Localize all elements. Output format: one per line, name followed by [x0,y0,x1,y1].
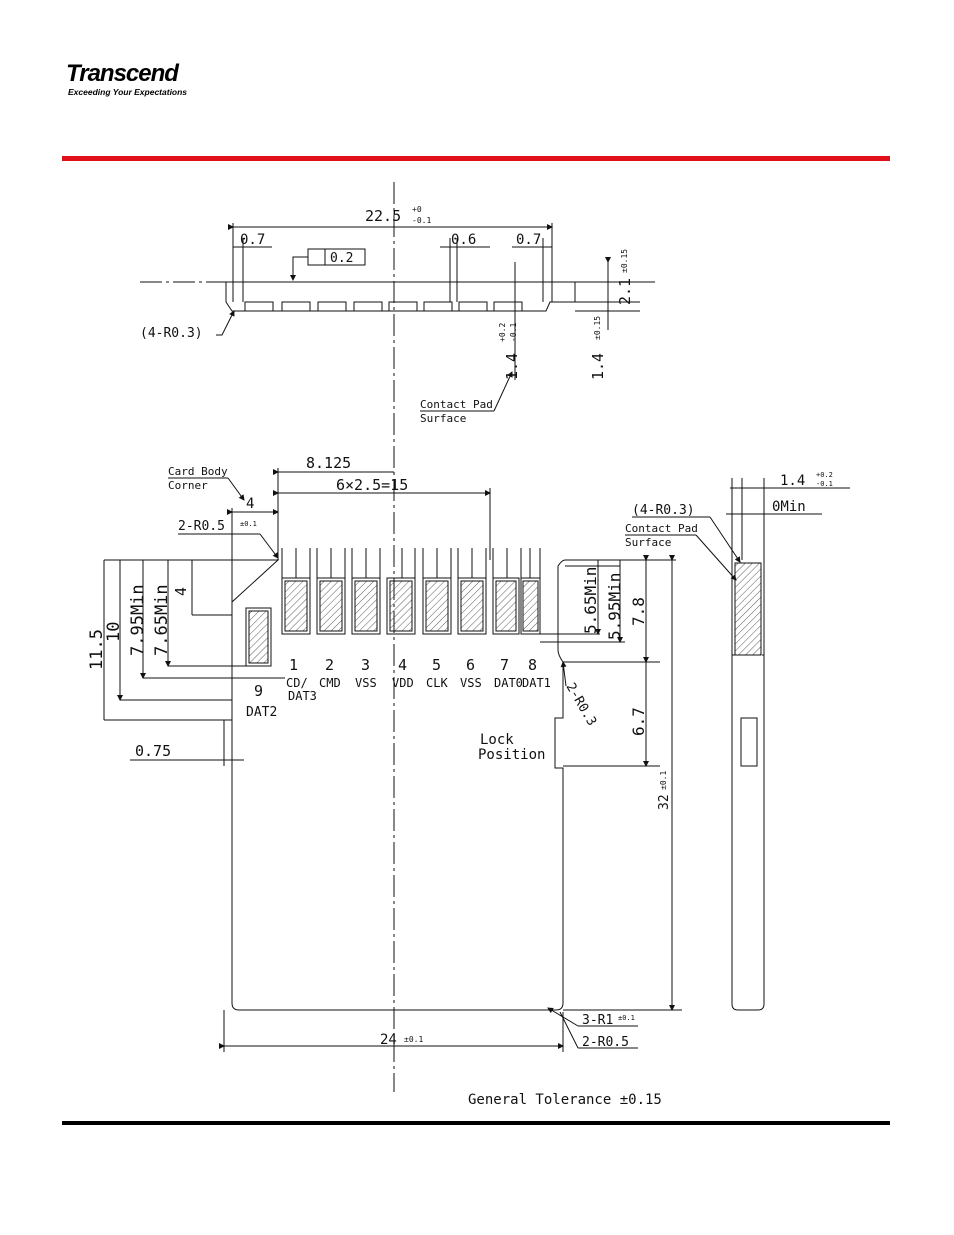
svg-text:-0.1: -0.1 [816,480,833,488]
svg-text:±0.15: ±0.15 [620,249,629,273]
overall-width-label: 22.5 [365,207,401,225]
svg-text:±0.1: ±0.1 [659,771,668,790]
side-view: 1.4 +0.2 -0.1 0Min (4-R0.3) Contact Pad … [625,471,850,1011]
svg-text:Corner: Corner [168,479,208,492]
pin-number: 3 [361,656,370,674]
svg-text:2-R0.5: 2-R0.5 [582,1035,629,1050]
svg-text:0.7: 0.7 [516,232,541,248]
svg-text:(4-R0.3): (4-R0.3) [632,503,695,518]
brand-tagline: Exceeding Your Expectations [68,87,188,97]
svg-text:9: 9 [254,682,263,700]
svg-text:Contact Pad: Contact Pad [625,522,698,535]
pin-name: CD/ [286,676,308,690]
pin-number: 1 [289,656,298,674]
svg-text:4: 4 [172,587,190,596]
svg-text:(4-R0.3): (4-R0.3) [140,326,203,341]
svg-text:±0.1: ±0.1 [404,1035,423,1044]
svg-text:Lock: Lock [480,732,514,748]
svg-text:8.125: 8.125 [306,454,351,472]
svg-text:-0.1: -0.1 [509,323,518,342]
svg-text:0.2: 0.2 [330,251,353,266]
pin-number: 2 [325,656,334,674]
pin-number: 7 [500,656,509,674]
svg-text:Contact Pad: Contact Pad [420,398,493,411]
svg-text:6.7: 6.7 [629,707,648,736]
pin-name: DAT1 [522,676,551,690]
svg-text:Card Body: Card Body [168,465,228,478]
svg-text:0.7: 0.7 [240,232,265,248]
svg-text:DAT2: DAT2 [246,705,277,720]
svg-text:11.5: 11.5 [87,629,107,670]
pin-number: 6 [466,656,475,674]
svg-text:7.8: 7.8 [629,597,648,626]
svg-text:Surface: Surface [625,536,671,549]
pin-name: VSS [460,676,482,690]
svg-text:+0.2: +0.2 [816,471,833,479]
svg-text:10: 10 [104,622,124,642]
svg-text:1.4: 1.4 [780,473,805,489]
pin-number: 8 [528,656,537,674]
pin-number: 4 [398,656,407,674]
contact-pads [245,577,541,667]
svg-text:±0.1: ±0.1 [240,520,257,528]
svg-text:3-R1: 3-R1 [582,1013,613,1028]
svg-text:0.6: 0.6 [451,232,476,248]
brand-name: Transcend [66,60,179,87]
svg-text:+0.2: +0.2 [498,323,507,342]
svg-text:2.1: 2.1 [616,278,634,305]
top-view: 22.5 +0 -0.1 0.7 0.2 0.6 0.7 2.1 ±0.15 1… [140,205,655,425]
pin-name: VDD [392,676,414,690]
svg-text:-0.1: -0.1 [412,216,431,225]
general-tolerance: General Tolerance ±0.15 [468,1092,662,1108]
pin-name: CLK [426,676,448,690]
pin-number: 5 [432,656,441,674]
svg-text:2-R0.5: 2-R0.5 [178,519,225,534]
footer-rule [62,1121,890,1125]
svg-text:±0.1: ±0.1 [618,1014,635,1022]
svg-text:1.4: 1.4 [503,353,521,380]
svg-text:0.75: 0.75 [135,742,171,760]
svg-text:±0.15: ±0.15 [593,316,602,340]
svg-text:6×2.5=15: 6×2.5=15 [336,476,408,494]
svg-text:24: 24 [380,1032,397,1048]
svg-text:7.65Min: 7.65Min [152,584,172,656]
svg-text:2-R0.3: 2-R0.3 [563,681,599,729]
svg-text:Surface: Surface [420,412,466,425]
svg-text:5.65Min: 5.65Min [581,567,600,634]
svg-text:0Min: 0Min [772,499,806,515]
front-view: 8.125 6×2.5=15 Card Body Corner 4 2-R0.5… [87,454,682,1052]
svg-text:32: 32 [657,794,672,810]
header-rule [62,156,890,161]
brand-logo: Transcend Exceeding Your Expectations [66,62,187,98]
svg-text:Position: Position [478,747,545,763]
pin-name: VSS [355,676,377,690]
svg-text:+0: +0 [412,205,422,214]
pin-name-line2: DAT3 [288,689,317,703]
svg-text:7.95Min: 7.95Min [128,584,148,656]
svg-text:5.95Min: 5.95Min [605,573,624,640]
svg-text:4: 4 [246,496,254,512]
pin-name: CMD [319,676,341,690]
svg-text:1.4: 1.4 [589,353,607,380]
pin-name: DAT0 [494,676,523,690]
